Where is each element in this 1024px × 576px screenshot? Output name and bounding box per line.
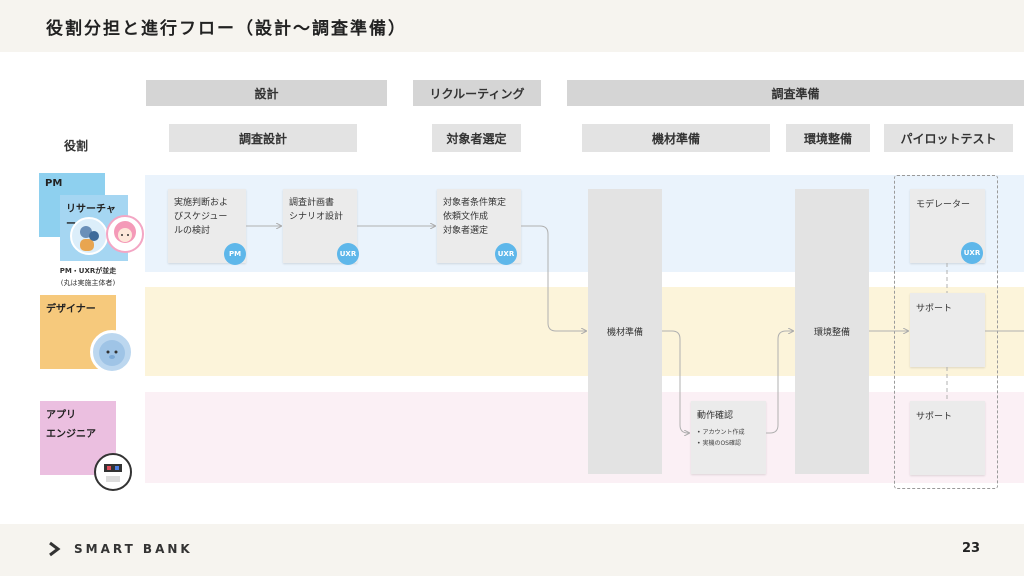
connector: [521, 226, 586, 331]
logo-text: SMART BANK: [74, 542, 193, 556]
connector: [766, 331, 793, 433]
company-logo: SMART BANK: [48, 541, 193, 557]
logo-mark-icon: [48, 541, 66, 557]
page-number: 23: [962, 541, 980, 556]
connector: [662, 331, 689, 433]
